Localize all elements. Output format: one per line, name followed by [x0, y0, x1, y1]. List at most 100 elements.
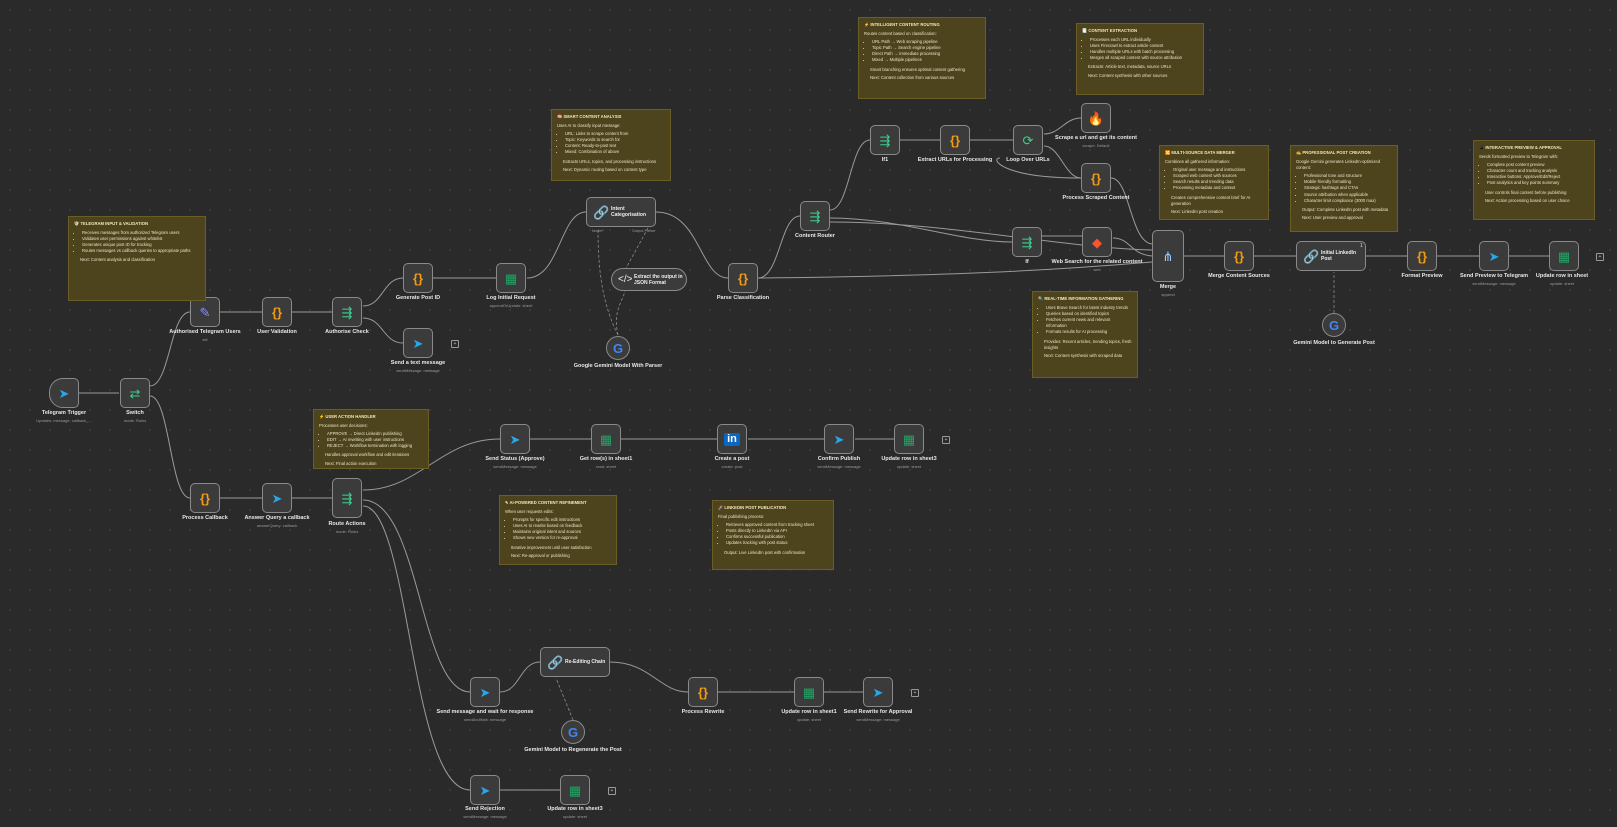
add-node-button[interactable]: + — [1596, 253, 1604, 261]
note-telegram-input[interactable]: 🛡 TELEGRAM INPUT & VALIDATIONReceives me… — [68, 216, 206, 301]
intent-categorisation-node[interactable]: 🔗Intent Categorisation — [586, 197, 656, 227]
get-rows-node[interactable]: ▦ — [591, 424, 621, 454]
update-sheet3b-node[interactable]: ▦ — [560, 775, 590, 805]
if-label: If — [1025, 259, 1029, 265]
extract-output-parser-node[interactable]: </>Extract the output in JSON Format — [611, 268, 687, 291]
note-real-time[interactable]: 🔍 REAL-TIME INFORMATION GATHERINGUses Br… — [1032, 291, 1138, 378]
web-search-node[interactable]: ◆ — [1082, 227, 1112, 257]
send-wait-node[interactable]: ➤ — [470, 677, 500, 707]
note-content-extraction[interactable]: 📑 CONTENT EXTRACTIONProcesses each URL i… — [1076, 23, 1204, 95]
merge-content-sources-node[interactable]: {} — [1224, 241, 1254, 271]
note-list-item: Queries based on identified topics — [1046, 311, 1132, 317]
add-node-button[interactable]: + — [608, 787, 616, 795]
note-list: URL Path → Web scraping pipelineTopic Pa… — [864, 39, 980, 63]
loop-over-urls-node[interactable]: ⟳ — [1013, 125, 1043, 155]
google-sheets-icon: ▦ — [504, 270, 518, 286]
send-status-node[interactable]: ➤ — [500, 424, 530, 454]
update-row-sheet-node[interactable]: ▦ — [1549, 241, 1579, 271]
note-list-item: APPROVE → Direct LinkedIn publishing — [327, 431, 423, 437]
note-title: 🔀 MULTI-SOURCE DATA MERGER — [1165, 150, 1235, 155]
note-footer-line: Next: Final action execution — [325, 460, 377, 466]
edge-sendwait-reedit — [499, 661, 541, 693]
note-footer-line: Next: LinkedIn post creation — [1171, 208, 1223, 214]
note-list-item: Generates unique post ID for tracking — [82, 242, 200, 248]
note-list-item: Scraped web content with sources — [1173, 173, 1263, 179]
note-list-item: Updates tracking with post status — [726, 540, 828, 546]
note-list-item: Professional tone and structure — [1304, 173, 1392, 179]
process-callback-node[interactable]: {} — [190, 483, 220, 513]
authorised-users-node[interactable]: ✎ — [190, 297, 220, 327]
note-title: 🛡 TELEGRAM INPUT & VALIDATION — [74, 221, 149, 226]
format-preview-node[interactable]: {} — [1407, 241, 1437, 271]
gemini-regen-node[interactable]: G — [561, 720, 585, 744]
extract-urls-node[interactable]: {} — [940, 125, 970, 155]
authorise-check-node[interactable]: ⇶ — [332, 297, 362, 327]
chain-link-icon: 🔗 — [1303, 248, 1320, 264]
edge-router-if — [829, 217, 1013, 243]
note-intro: Sends formatted preview to Telegram with… — [1479, 154, 1559, 160]
if-node[interactable]: ⇶ — [1012, 227, 1042, 257]
note-list: Original user message and instructionsSc… — [1165, 167, 1263, 191]
parse-classification-node[interactable]: {} — [728, 263, 758, 293]
merge-node[interactable]: ⋔ — [1152, 230, 1184, 282]
send-preview-node[interactable]: ➤ — [1479, 241, 1509, 271]
generate-post-id-node[interactable]: {} — [403, 263, 433, 293]
process-scraped-node[interactable]: {} — [1081, 163, 1111, 193]
process-rewrite-node[interactable]: {} — [688, 677, 718, 707]
note-intro: Routes content based on classification: — [864, 31, 937, 37]
route-actions-node[interactable]: ⇶ — [332, 478, 362, 518]
code-icon: {} — [199, 490, 211, 506]
user-validation-node[interactable]: {} — [262, 297, 292, 327]
telegram-trigger-node[interactable]: ➤ — [49, 378, 79, 408]
note-list-item: Uses AI to rewrite based on feedback — [513, 523, 611, 529]
note-title: 🧠 SMART CONTENT ANALYSIS — [557, 114, 622, 119]
add-node-button[interactable]: + — [911, 689, 919, 697]
format-preview-label: Format Preview — [1401, 273, 1443, 279]
send-text-message-node[interactable]: ➤ — [403, 328, 433, 358]
gemini-generate-node[interactable]: G — [1322, 313, 1346, 337]
update-sheet1-node[interactable]: ▦ — [794, 677, 824, 707]
answer-query-node[interactable]: ➤ — [262, 483, 292, 513]
if1-label: If1 — [881, 157, 889, 163]
if1-node[interactable]: ⇶ — [870, 125, 900, 155]
note-list-item: Direct Path → Immediate processing — [872, 51, 980, 57]
note-list-item: Formats results for AI processing — [1046, 329, 1132, 335]
switch-node[interactable]: ⇄ — [120, 378, 150, 408]
log-initial-request-node[interactable]: ▦ — [496, 263, 526, 293]
code-icon: {} — [697, 684, 709, 700]
update-sheet3-node[interactable]: ▦ — [894, 424, 924, 454]
gemini-generate-label: Gemini Model to Generate Post — [1293, 340, 1375, 346]
create-post-node[interactable]: in — [717, 424, 747, 454]
add-node-button[interactable]: + — [451, 340, 459, 348]
scrape-url-node[interactable]: 🔥 — [1081, 103, 1111, 133]
note-list-item: Post analytics and key points summary — [1487, 180, 1589, 186]
add-node-button[interactable]: + — [942, 436, 950, 444]
edge-route-rejection — [362, 505, 471, 791]
send-rewrite-node[interactable]: ➤ — [863, 677, 893, 707]
edge-parse-merge — [757, 261, 1153, 279]
note-footer-line: User controls final content before publi… — [1485, 189, 1567, 195]
note-footer-line: Creates comprehensive content brief for … — [1171, 194, 1251, 206]
confirm-publish-node[interactable]: ➤ — [824, 424, 854, 454]
google-gemini-parser-node[interactable]: G — [606, 336, 630, 360]
content-router-node[interactable]: ⇶ — [800, 201, 830, 231]
re-editing-chain-node[interactable]: 🔗Re-Editing Chain — [540, 647, 610, 677]
code-icon: {} — [1233, 248, 1245, 264]
merge-icon: ⋔ — [1162, 248, 1174, 264]
google-gemini-parser-label: Google Gemini Model With Parser — [573, 363, 663, 369]
send-rejection-node[interactable]: ➤ — [470, 775, 500, 805]
